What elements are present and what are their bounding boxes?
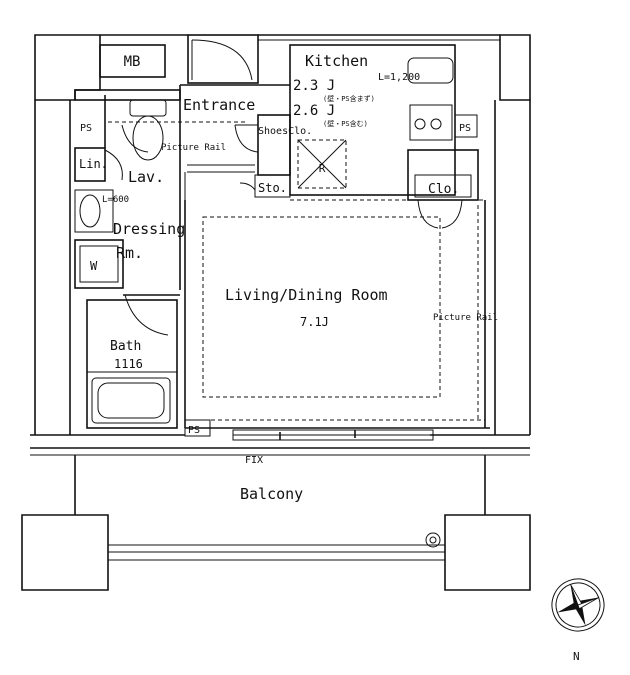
living-area-label: 7.1J (300, 315, 329, 329)
bathroom (86, 299, 178, 429)
kitchen-label: Kitchen (305, 52, 368, 70)
lav-sink-icon (74, 189, 114, 233)
ps-right-box (454, 114, 478, 138)
shoes-closet-label: ShoesClo. (258, 126, 312, 137)
kitchen-note-2: (壁・PS含む) (323, 119, 368, 128)
toilet-tank (129, 99, 167, 117)
column-bottom-left (21, 514, 109, 591)
entrance-label: Entrance (183, 96, 255, 114)
ps-bottom-box (184, 419, 211, 437)
compass-icon (551, 578, 605, 632)
dressing-label: Dressing (113, 220, 185, 238)
washer-space (74, 239, 124, 289)
bath-label: Bath (110, 339, 141, 354)
fix-label: FIX (245, 455, 263, 466)
ps-bottom-label: PS (188, 425, 200, 436)
lavatory-area (74, 89, 186, 336)
balcony-label: Balcony (240, 485, 303, 503)
picture-rail-right-label: Picture Rail (433, 313, 498, 323)
column-top-right (499, 34, 531, 101)
toilet-bowl-icon (132, 115, 164, 161)
washer-label: W (90, 259, 98, 273)
living-dining-room (184, 199, 490, 429)
lav-width-label: L=600 (102, 195, 129, 205)
ps-right-label: PS (459, 123, 471, 134)
linen-closet (74, 147, 106, 182)
stove-icon (409, 104, 453, 141)
picture-rail-top-label: Picture Rail (161, 143, 226, 153)
refrigerator-space (297, 139, 347, 189)
outer-walls (21, 34, 531, 591)
mb-box (99, 44, 166, 78)
kitchen-area-1: 2.3 J (293, 78, 335, 94)
lavatory-label: Lav. (128, 168, 164, 186)
balcony-window (232, 429, 434, 441)
mb-label: MB (124, 54, 141, 70)
shoes-closet (257, 114, 291, 176)
rm-label: Rm. (116, 244, 143, 262)
drain-icon (425, 532, 441, 548)
kitchen-note-1: (壁・PS含まず) (323, 94, 375, 103)
ps-left-label: PS (80, 123, 92, 134)
column-bottom-right (444, 514, 531, 591)
linen-label: Lin. (79, 157, 108, 171)
living-dining-label: Living/Dining Room (225, 286, 388, 304)
kitchen-area-2: 2.6 J (293, 103, 335, 119)
entrance-door (187, 34, 259, 84)
kitchen-counter-length: L=1,200 (378, 72, 420, 83)
kitchen-sink-icon (407, 57, 454, 84)
bathtub-icon (91, 377, 171, 424)
closet (407, 149, 479, 229)
closet-label: Clo. (428, 182, 459, 197)
bath-size-label: 1116 (114, 357, 143, 371)
refrigerator-label: R (319, 162, 326, 175)
compass-north-label: N (573, 650, 580, 663)
storage-label: Sto. (258, 181, 287, 195)
